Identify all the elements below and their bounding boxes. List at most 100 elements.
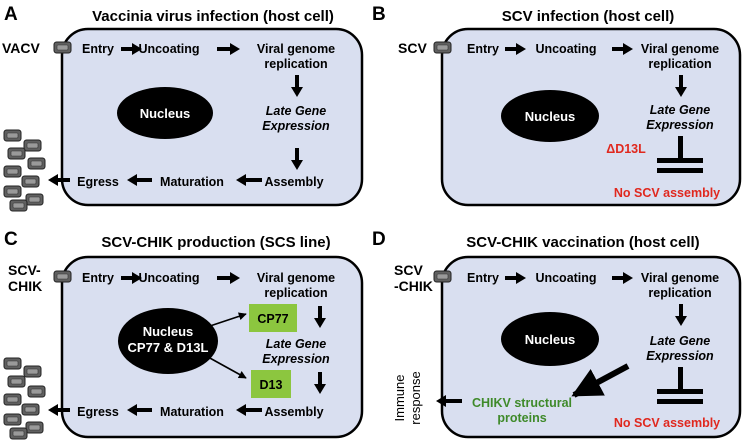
step-late-gene-expression: Late Gene (650, 103, 710, 117)
step-entry: Entry (467, 271, 499, 285)
no-assembly-label: No SCV assembly (614, 416, 720, 430)
panel-letter-b: B (372, 4, 386, 25)
nucleus (501, 312, 599, 366)
progeny-virions-icon (3, 357, 46, 440)
cp77-box (249, 304, 297, 332)
step-egress: Egress (77, 405, 119, 419)
step-late-gene-expression: Expression (262, 119, 330, 133)
cp77-label: CP77 (257, 312, 288, 326)
arrow-icon (612, 43, 633, 55)
step-replication: Viral genome (257, 42, 335, 56)
virus-label: VACV (2, 40, 41, 56)
arrow-icon (207, 356, 247, 379)
virus-particle-icon (53, 41, 72, 54)
step-uncoating: Uncoating (138, 271, 199, 285)
step-replication: Viral genome (257, 271, 335, 285)
panel-b: B SCV infection (host cell) SCV Entry Un… (372, 4, 742, 207)
arrow-icon (127, 174, 152, 186)
panel-c: C SCV-CHIK production (SCS line) SCV- CH… (3, 229, 364, 440)
step-late-gene-expression: Late Gene (266, 337, 326, 351)
step-uncoating: Uncoating (138, 42, 199, 56)
virus-label: CHIK (8, 278, 42, 294)
arrow-icon (675, 304, 687, 326)
panel-letter-c: C (4, 229, 18, 250)
step-assembly: Assembly (264, 175, 323, 189)
panel-c-title: SCV-CHIK production (SCS line) (101, 234, 330, 251)
d13-box (251, 370, 291, 398)
virus-label: SCV- (8, 262, 41, 278)
arrow-icon (314, 306, 326, 328)
block-icon (657, 136, 703, 173)
panel-a-title: Vaccinia virus infection (host cell) (92, 8, 334, 25)
step-late-gene-expression: Expression (646, 118, 714, 132)
panel-a: A Vaccinia virus infection (host cell) V… (2, 4, 364, 212)
step-assembly: Assembly (264, 405, 323, 419)
arrow-icon (505, 272, 526, 284)
step-maturation: Maturation (160, 175, 224, 189)
step-replication: replication (648, 57, 711, 71)
d13-label: D13 (260, 378, 283, 392)
nucleus-label: CP77 & D13L (128, 340, 209, 355)
nucleus-label: Nucleus (143, 324, 194, 339)
virus-particle-icon (53, 270, 72, 283)
nucleus (501, 90, 599, 142)
virus-particle-icon (433, 270, 452, 283)
step-late-gene-expression: Expression (646, 349, 714, 363)
step-replication: Viral genome (641, 271, 719, 285)
nucleus (117, 87, 213, 139)
arrow-icon (236, 174, 262, 186)
arrow-icon (291, 75, 303, 97)
step-egress: Egress (77, 175, 119, 189)
arrow-icon (48, 174, 70, 186)
arrow-icon (48, 404, 70, 416)
step-late-gene-expression: Expression (262, 352, 330, 366)
virus-label: SCV (398, 40, 427, 56)
arrow-icon (217, 43, 240, 55)
block-icon (657, 367, 703, 404)
arrow-icon (612, 272, 633, 284)
virus-label: -CHIK (394, 278, 433, 294)
panel-d: D SCV-CHIK vaccination (host cell) SCV -… (372, 229, 742, 439)
nucleus-label: Nucleus (140, 106, 191, 121)
arrow-icon (217, 272, 240, 284)
immune-response-label: Immune (392, 375, 407, 422)
chikv-proteins-label: proteins (497, 411, 546, 425)
arrow-icon (121, 43, 142, 55)
step-replication: replication (648, 286, 711, 300)
step-uncoating: Uncoating (535, 271, 596, 285)
arrow-icon (236, 404, 262, 416)
panel-letter-a: A (4, 4, 18, 25)
arrow-icon (209, 312, 247, 327)
panel-d-title: SCV-CHIK vaccination (host cell) (466, 234, 699, 251)
step-replication: replication (264, 57, 327, 71)
progeny-virions-icon (3, 129, 46, 212)
deletion-label: ΔD13L (606, 142, 646, 156)
immune-response-label: response (408, 371, 423, 424)
step-late-gene-expression: Late Gene (650, 334, 710, 348)
arrow-icon (571, 363, 630, 398)
no-assembly-label: No SCV assembly (614, 186, 720, 200)
step-uncoating: Uncoating (535, 42, 596, 56)
step-entry: Entry (82, 42, 114, 56)
nucleus-label: Nucleus (525, 332, 576, 347)
arrow-icon (121, 272, 142, 284)
arrow-icon (505, 43, 526, 55)
step-replication: Viral genome (641, 42, 719, 56)
step-replication: replication (264, 286, 327, 300)
panel-b-title: SCV infection (host cell) (502, 8, 675, 25)
virus-particle-icon (433, 41, 452, 54)
nucleus-label: Nucleus (525, 109, 576, 124)
step-late-gene-expression: Late Gene (266, 104, 326, 118)
arrow-icon (127, 404, 152, 416)
nucleus (118, 308, 218, 374)
chikv-proteins-label: CHIKV structural (472, 396, 572, 410)
arrow-icon (291, 148, 303, 170)
arrow-icon (436, 395, 462, 407)
panel-letter-d: D (372, 229, 386, 250)
arrow-icon (314, 372, 326, 394)
virus-label: SCV (394, 262, 423, 278)
step-maturation: Maturation (160, 405, 224, 419)
arrow-icon (675, 75, 687, 97)
step-entry: Entry (467, 42, 499, 56)
